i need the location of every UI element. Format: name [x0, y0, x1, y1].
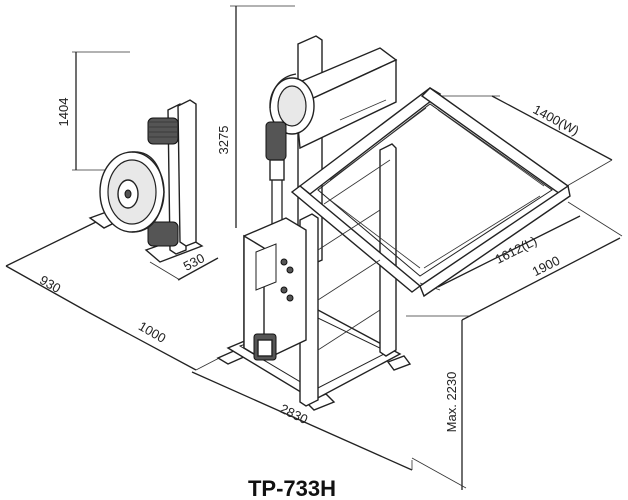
dim-label-max-2230: Max. 2230	[444, 372, 459, 433]
dim-label-1000: 1000	[136, 318, 169, 345]
strapping-machine	[216, 35, 571, 411]
dimension-3275: 3275	[216, 5, 295, 228]
dim-label-3275: 3275	[216, 126, 231, 155]
strap-dispenser	[88, 99, 204, 263]
dimension-530: 530	[149, 250, 219, 281]
dimension-max-2230: Max. 2230	[406, 315, 470, 490]
dim-label-930: 930	[37, 272, 63, 296]
dimension-1900: 1900	[461, 201, 623, 321]
model-title: TP-733H	[248, 476, 336, 500]
dim-label-530: 530	[181, 250, 207, 273]
dimension-1404: 1404	[56, 51, 130, 171]
dimension-930: 930	[5, 217, 119, 313]
dim-label-1404: 1404	[56, 98, 71, 127]
dim-label-1900: 1900	[530, 253, 563, 279]
dimension-1000: 1000	[87, 311, 226, 371]
